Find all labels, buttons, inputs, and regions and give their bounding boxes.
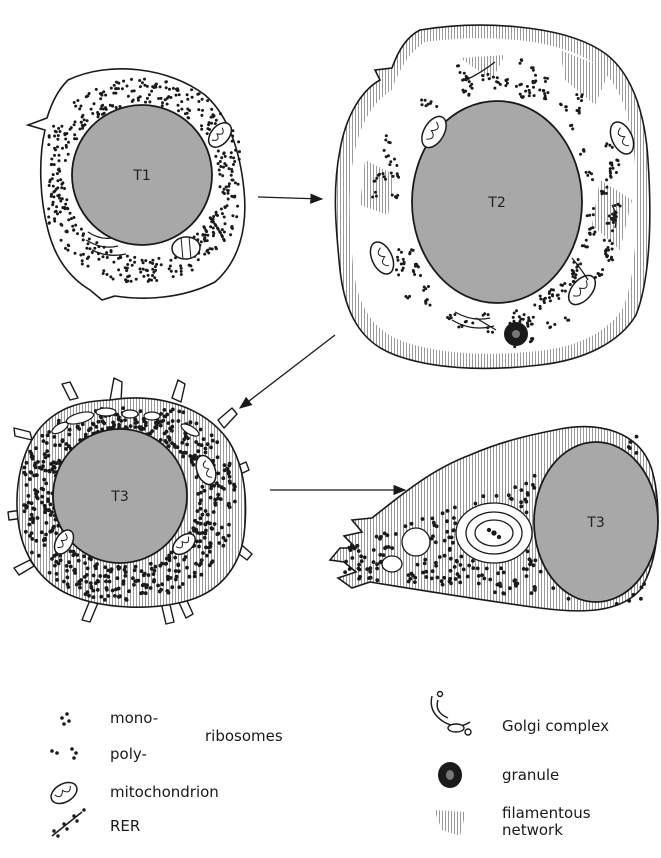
arrow-t1-to-t2 [258, 197, 322, 199]
legend-ribosomes-label: ribosomes [205, 728, 283, 745]
mitochondrion-icon [47, 778, 80, 808]
cell-t3b: T3 [330, 427, 658, 611]
legend-filamentous-label-1: filamentous [502, 805, 591, 822]
golgi-icon [431, 692, 471, 736]
granule-icon [438, 762, 462, 788]
arrow-t2-to-t3 [240, 335, 335, 408]
legend-rer-label: RER [110, 818, 140, 835]
legend-granule-label: granule [502, 767, 559, 784]
t3b-golgi [456, 503, 532, 563]
cell-t2: T2 [335, 25, 649, 368]
legend-golgi-label: Golgi complex [502, 718, 609, 735]
nucleus-t3b-label: T3 [586, 515, 604, 531]
cell-t3a: T3 [8, 378, 252, 624]
cell-t1: T1 [28, 69, 245, 300]
nucleus-t2-label: T2 [487, 195, 505, 211]
legend-mono-label: mono- [110, 710, 158, 727]
filamentous-network-icon [434, 810, 466, 836]
rer-icon [52, 808, 86, 837]
t2-granule [504, 322, 528, 346]
legend-poly-label: poly- [110, 746, 147, 763]
poly-ribosome-icon [50, 747, 78, 760]
nucleus-t3a-label: T3 [110, 489, 128, 505]
legend-mitochondrion-label: mitochondrion [110, 784, 219, 801]
mono-ribosome-icon [60, 712, 71, 726]
legend-filamentous-label-2: network [502, 822, 563, 839]
nucleus-t1-label: T1 [132, 168, 150, 184]
